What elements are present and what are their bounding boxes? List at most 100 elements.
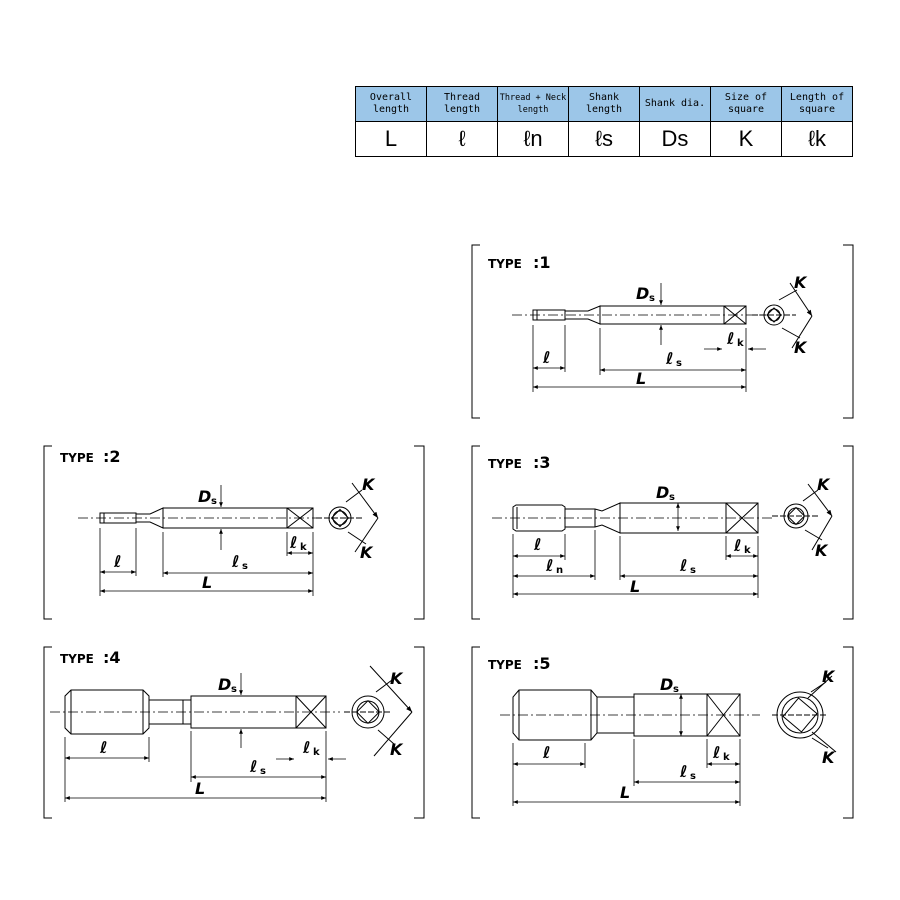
legend-symbol-l: ℓ xyxy=(426,121,498,157)
type-4-dimension-lines xyxy=(64,673,346,802)
legend-symbol-ln: ℓn xyxy=(497,121,569,157)
type-5-K-top: K xyxy=(822,667,836,686)
type-1-diagram: TYPE :1 K K xyxy=(471,244,854,419)
type-4-end-view xyxy=(344,665,413,757)
type-5-Ds-label: D xyxy=(660,675,673,694)
type-5-end-view xyxy=(772,675,837,753)
type-1-lk-sub: k xyxy=(737,338,744,349)
type-3-Ds-sub: s xyxy=(669,492,675,503)
type-5-diagram: TYPE :5 K K xyxy=(471,646,854,819)
type-3-L-label: L xyxy=(630,577,640,596)
type-2-ls-sub: s xyxy=(242,561,248,572)
legend-header-length-of-square: Length of square xyxy=(781,86,853,122)
type-4-lk-label: ℓ xyxy=(302,738,311,757)
type-2-lk-label: ℓ xyxy=(289,533,298,552)
type-3-number: :3 xyxy=(533,453,551,472)
type-4-K-top: K xyxy=(390,669,404,688)
type-5-frame-right xyxy=(843,646,854,819)
type-2-l-label: ℓ xyxy=(113,552,122,571)
type-4-L-label: L xyxy=(195,779,205,798)
type-1-label: TYPE xyxy=(488,257,522,271)
type-4-K-bottom: K xyxy=(390,740,404,759)
type-5-number: :5 xyxy=(533,654,551,673)
type-1-ls-label: ℓ xyxy=(665,349,674,368)
type-1-dimension-lines xyxy=(532,283,766,392)
type-5-L-label: L xyxy=(620,783,630,802)
type-2-number: :2 xyxy=(103,447,121,466)
type-4-l-label: ℓ xyxy=(99,738,108,757)
type-2-Ds-sub: s xyxy=(211,496,217,507)
type-5-K-bottom: K xyxy=(822,748,836,767)
type-4-frame-left xyxy=(43,646,52,819)
type-4-ls-sub: s xyxy=(260,766,266,777)
type-1-l-label: ℓ xyxy=(542,348,551,367)
type-5-ls-label: ℓ xyxy=(679,762,688,781)
type-5-frame-left xyxy=(471,646,480,819)
legend-header-shank-dia: Shank dia. xyxy=(639,86,711,122)
type-1-ls-sub: s xyxy=(676,358,682,369)
type-4-Ds-label: D xyxy=(218,675,231,694)
type-5-lk-sub: k xyxy=(723,752,730,763)
type-5-l-label: ℓ xyxy=(542,743,551,762)
legend-header-thread-neck-length: Thread + Neck length xyxy=(497,86,569,122)
type-1-Ds-sub: s xyxy=(649,293,655,304)
type-3-ln-label: ℓ xyxy=(545,556,554,575)
type-3-frame-right xyxy=(843,445,854,620)
legend-header-overall-length: Overall length xyxy=(355,86,427,122)
legend-symbol-ls: ℓs xyxy=(568,121,640,157)
type-3-dimension-lines xyxy=(512,503,759,598)
type-1-L-label: L xyxy=(636,369,646,388)
type-4-diagram: TYPE :4 K K xyxy=(43,646,425,819)
type-3-ls-label: ℓ xyxy=(679,556,688,575)
type-2-end-view xyxy=(316,482,379,553)
type-1-K-top: K xyxy=(794,273,808,292)
type-5-label: TYPE xyxy=(488,658,522,672)
type-4-number: :4 xyxy=(103,648,121,667)
legend-header-size-of-square: Size of square xyxy=(710,86,782,122)
type-5-ls-sub: s xyxy=(690,771,696,782)
type-3-K-bottom: K xyxy=(815,541,829,560)
legend-symbol-lk: ℓk xyxy=(781,121,853,157)
legend-symbol-K: K xyxy=(710,121,782,157)
type-5-lk-label: ℓ xyxy=(712,743,721,762)
type-2-L-label: L xyxy=(202,573,212,592)
type-3-ln-sub: n xyxy=(556,565,563,576)
type-3-end-view xyxy=(772,483,833,551)
type-3-l-label: ℓ xyxy=(533,535,542,554)
type-2-frame-left xyxy=(43,445,52,620)
type-4-frame-right xyxy=(414,646,425,819)
type-2-ls-label: ℓ xyxy=(231,552,240,571)
type-3-frame-left xyxy=(471,445,480,620)
legend-symbol-L: L xyxy=(355,121,427,157)
type-1-frame-left xyxy=(471,244,480,419)
type-2-Ds-label: D xyxy=(198,487,211,506)
type-3-label: TYPE xyxy=(488,457,522,471)
type-4-lk-sub: k xyxy=(313,747,320,758)
type-3-ls-sub: s xyxy=(690,565,696,576)
type-2-frame-right xyxy=(414,445,425,620)
type-2-dimension-lines xyxy=(99,485,314,596)
type-3-Ds-label: D xyxy=(656,483,669,502)
dimension-legend-table: Overall length Thread length Thread + Ne… xyxy=(355,86,853,157)
type-1-Ds-label: D xyxy=(636,284,649,303)
type-2-diagram: TYPE :2 K K xyxy=(43,445,425,620)
type-4-label: TYPE xyxy=(60,652,94,666)
legend-header-shank-length: Shank length xyxy=(568,86,640,122)
type-2-label: TYPE xyxy=(60,451,94,465)
type-4-Ds-sub: s xyxy=(231,684,237,695)
type-1-K-bottom: K xyxy=(794,338,808,357)
type-1-lk-label: ℓ xyxy=(726,329,735,348)
legend-symbol-Ds: Ds xyxy=(639,121,711,157)
type-3-lk-sub: k xyxy=(744,545,751,556)
type-5-dimension-lines xyxy=(512,694,741,806)
type-1-number: :1 xyxy=(533,253,551,272)
type-4-ls-label: ℓ xyxy=(249,757,258,776)
legend-header-thread-length: Thread length xyxy=(426,86,498,122)
type-3-K-top: K xyxy=(817,475,831,494)
type-2-K-top: K xyxy=(362,475,376,494)
type-3-diagram: TYPE :3 K K xyxy=(471,445,854,620)
type-5-Ds-sub: s xyxy=(673,684,679,695)
type-1-end-view xyxy=(752,282,813,349)
type-1-frame-right xyxy=(843,244,854,419)
